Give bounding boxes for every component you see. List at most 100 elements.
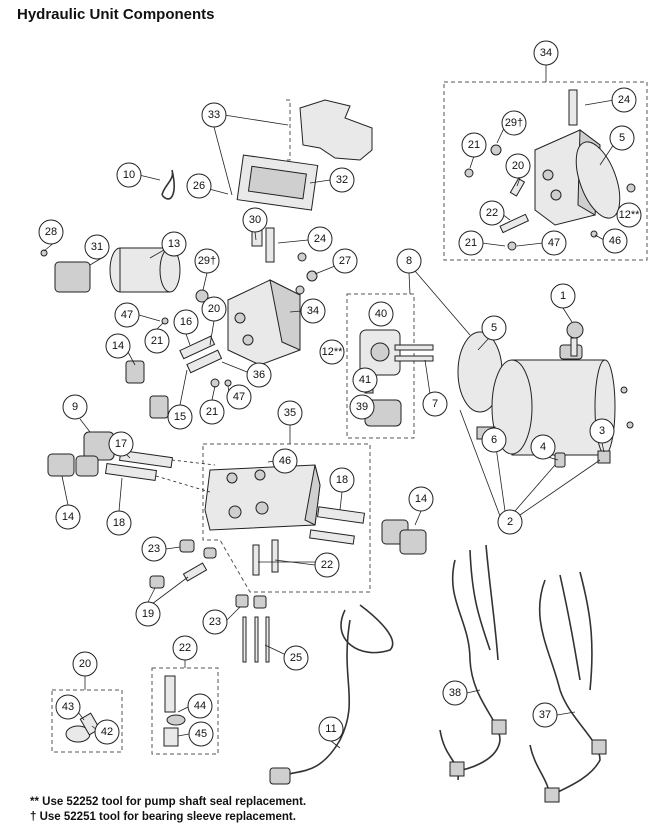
callout-number: 28 <box>45 226 57 238</box>
callout-circle <box>481 315 507 341</box>
callout-c21d: 21 <box>199 399 225 425</box>
callout-circle <box>199 399 225 425</box>
callout-c38: 38 <box>442 680 468 706</box>
callout-circle <box>172 635 198 661</box>
group-box-cartridge-22 <box>151 667 219 755</box>
callout-c5a: 5 <box>609 125 635 151</box>
callout-c39: 39 <box>349 394 375 420</box>
callout-c42: 42 <box>94 719 120 745</box>
callout-number: 23 <box>209 616 221 628</box>
wiring-harness-38 <box>439 544 501 781</box>
group-box-cartridge-20 <box>51 689 123 753</box>
callout-c12b: 12** <box>319 339 345 365</box>
callout-number: 39 <box>356 401 368 413</box>
callout-circle <box>173 309 199 335</box>
callout-circle <box>349 394 375 420</box>
callout-number: 21 <box>151 335 163 347</box>
callout-c29b: 29† <box>194 248 220 274</box>
callout-number: 42 <box>101 726 113 738</box>
ground-cable <box>161 169 175 200</box>
callout-c47c: 47 <box>226 384 252 410</box>
callout-circle <box>246 362 272 388</box>
callout-circle <box>272 448 298 474</box>
callout-circle <box>611 87 637 113</box>
callout-c20a: 20 <box>505 153 531 179</box>
callout-c9: 9 <box>62 394 88 420</box>
callout-circle <box>461 132 487 158</box>
callout-number: 11 <box>325 723 336 735</box>
callout-c10: 10 <box>116 162 142 188</box>
callout-number: 13 <box>168 238 180 250</box>
callout-circle <box>530 434 556 460</box>
callout-number: 30 <box>249 214 261 226</box>
callout-c24b: 24 <box>307 226 333 252</box>
callout-circle <box>329 467 355 493</box>
callout-c22a: 22 <box>479 200 505 226</box>
callout-number: 34 <box>540 47 552 59</box>
group-box-manifold-35 <box>202 443 371 593</box>
callout-c30: 30 <box>242 207 268 233</box>
callout-c47a: 47 <box>541 230 567 256</box>
callout-number: 34 <box>307 305 319 317</box>
valve-block-assembly-right <box>464 89 636 251</box>
callout-c6: 6 <box>481 427 507 453</box>
callout-c21a: 21 <box>461 132 487 158</box>
callout-number: 15 <box>174 411 186 423</box>
callout-circle <box>106 510 132 536</box>
callout-c15: 15 <box>167 404 193 430</box>
callout-number: 4 <box>540 441 546 453</box>
callout-circle <box>141 536 167 562</box>
callout-circle <box>72 651 98 677</box>
callout-circle <box>319 339 345 365</box>
callout-number: 2 <box>507 516 513 528</box>
pump-motor <box>40 247 181 293</box>
callout-number: 21 <box>206 406 218 418</box>
callout-number: 22 <box>321 559 333 571</box>
callout-circle <box>352 367 378 393</box>
callout-circle <box>202 609 228 635</box>
callout-number: 5 <box>619 132 625 144</box>
callout-number: 1 <box>560 290 566 302</box>
callout-c20b: 20 <box>201 296 227 322</box>
callout-number: 21 <box>465 237 477 249</box>
callout-c13: 13 <box>161 231 187 257</box>
callout-c23b: 23 <box>202 609 228 635</box>
callout-c46b: 46 <box>272 448 298 474</box>
callout-c19: 19 <box>135 601 161 627</box>
callout-c35: 35 <box>277 400 303 426</box>
harness-connector-11 <box>269 767 291 785</box>
callout-number: 44 <box>194 700 206 712</box>
callout-c21c: 21 <box>144 328 170 354</box>
callout-circle <box>242 207 268 233</box>
callout-circle <box>307 226 333 252</box>
callout-circle <box>481 427 507 453</box>
callout-number: 20 <box>208 303 220 315</box>
callout-number: 29† <box>505 117 523 129</box>
callout-c37: 37 <box>532 702 558 728</box>
harness-connector-37b <box>544 787 560 803</box>
callout-number: 24 <box>314 233 326 245</box>
callout-circle <box>187 693 213 719</box>
callout-number: 8 <box>406 255 412 267</box>
callout-c22b: 22 <box>314 552 340 578</box>
callout-number: 12** <box>619 209 641 221</box>
callout-c34b: 34 <box>300 298 326 324</box>
callout-number: 37 <box>539 709 551 721</box>
callout-circle <box>479 200 505 226</box>
callout-number: 33 <box>208 109 220 121</box>
callout-c24a: 24 <box>611 87 637 113</box>
callout-circle <box>167 404 193 430</box>
callout-c31: 31 <box>84 234 110 260</box>
callout-circle <box>161 231 187 257</box>
callout-circle <box>186 173 212 199</box>
callout-number: 23 <box>148 543 160 555</box>
callout-number: 27 <box>339 255 351 267</box>
callout-circle <box>94 719 120 745</box>
page-title: Hydraulic Unit Components <box>17 6 215 23</box>
callout-c8: 8 <box>396 248 422 274</box>
callout-c20c: 20 <box>72 651 98 677</box>
callout-circle <box>501 110 527 136</box>
